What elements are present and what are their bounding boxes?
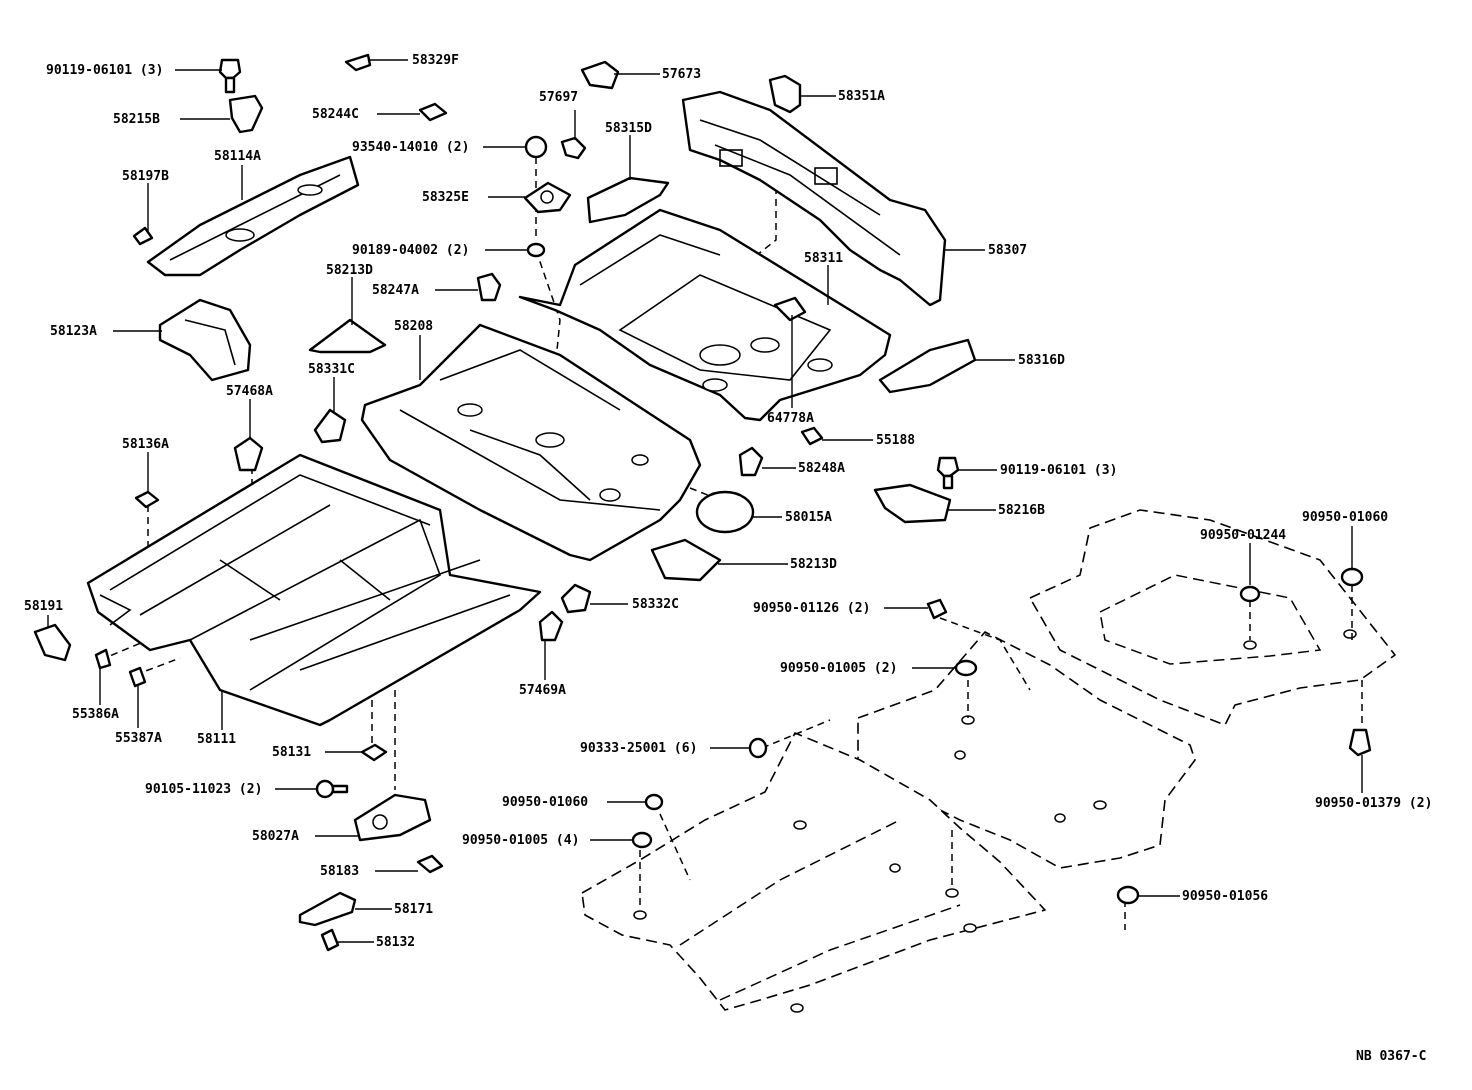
floor-carpet-assembly xyxy=(581,509,1396,1013)
label-58248A: 58248A xyxy=(798,461,845,476)
label-58215B: 58215B xyxy=(113,112,160,127)
label-90950-01126: 90950-01126 (2) xyxy=(753,601,870,616)
label-57468A: 57468A xyxy=(226,384,273,399)
label-57673: 57673 xyxy=(662,67,701,82)
label-58315D: 58315D xyxy=(605,121,652,136)
label-90950-01244: 90950-01244 xyxy=(1200,528,1286,543)
label-58332C: 58332C xyxy=(632,597,679,612)
label-58123A: 58123A xyxy=(50,324,97,339)
leader-lines xyxy=(47,59,1363,943)
label-90950-01005-a: 90950-01005 (2) xyxy=(780,661,897,676)
label-58213D-lower: 58213D xyxy=(790,557,837,572)
label-58244C: 58244C xyxy=(312,107,359,122)
label-64778A: 64778A xyxy=(767,411,814,426)
front-floor-pan xyxy=(86,453,542,727)
label-58325E: 58325E xyxy=(422,190,469,205)
label-58136A: 58136A xyxy=(122,437,169,452)
part-labels: 90119-06101 (3) 58329F 57673 58215B 5824… xyxy=(24,53,1432,950)
label-55386A: 55386A xyxy=(72,707,119,722)
label-58171: 58171 xyxy=(394,902,433,917)
label-58247A: 58247A xyxy=(372,283,419,298)
label-58015A: 58015A xyxy=(785,510,832,525)
label-57469A: 57469A xyxy=(519,683,566,698)
label-58183: 58183 xyxy=(320,864,359,879)
label-55188: 55188 xyxy=(876,433,915,448)
label-58329F: 58329F xyxy=(412,53,459,68)
label-90950-01060-b: 90950-01060 xyxy=(502,795,588,810)
label-90119-06101-b: 90119-06101 (3) xyxy=(1000,463,1117,478)
label-58114A: 58114A xyxy=(214,149,261,164)
label-57697: 57697 xyxy=(539,90,578,105)
label-58111: 58111 xyxy=(197,732,236,747)
label-58213D-upper: 58213D xyxy=(326,263,373,278)
label-58208: 58208 xyxy=(394,319,433,334)
center-floor-pan xyxy=(360,323,702,562)
label-55387A: 55387A xyxy=(115,731,162,746)
label-90119-06101-a: 90119-06101 (3) xyxy=(46,63,163,78)
label-90333-25001: 90333-25001 (6) xyxy=(580,741,697,756)
label-90105-11023: 90105-11023 (2) xyxy=(145,782,262,797)
label-58307: 58307 xyxy=(988,243,1027,258)
label-58027A: 58027A xyxy=(252,829,299,844)
crossmember-58114A xyxy=(146,155,360,277)
label-58316D: 58316D xyxy=(1018,353,1065,368)
bracket-58123A xyxy=(158,298,252,382)
rear-floor-pan xyxy=(518,208,892,422)
label-90950-01005-b: 90950-01005 (4) xyxy=(462,833,579,848)
label-58351A: 58351A xyxy=(838,89,885,104)
label-58311: 58311 xyxy=(804,251,843,266)
label-90189-04002: 90189-04002 (2) xyxy=(352,243,469,258)
label-58191: 58191 xyxy=(24,599,63,614)
label-58132: 58132 xyxy=(376,935,415,950)
label-58197B: 58197B xyxy=(122,169,169,184)
label-90950-01060-a: 90950-01060 xyxy=(1302,510,1388,525)
small-parts xyxy=(33,53,1372,952)
rear-panel xyxy=(681,90,947,307)
label-58131: 58131 xyxy=(272,745,311,760)
label-90950-01056: 90950-01056 xyxy=(1182,889,1268,904)
label-90950-01379: 90950-01379 (2) xyxy=(1315,796,1432,811)
label-93540-14010: 93540-14010 (2) xyxy=(352,140,469,155)
label-58331C: 58331C xyxy=(308,362,355,377)
diagram-code: NB 0367-C xyxy=(1356,1049,1426,1064)
label-58216B: 58216B xyxy=(998,503,1045,518)
